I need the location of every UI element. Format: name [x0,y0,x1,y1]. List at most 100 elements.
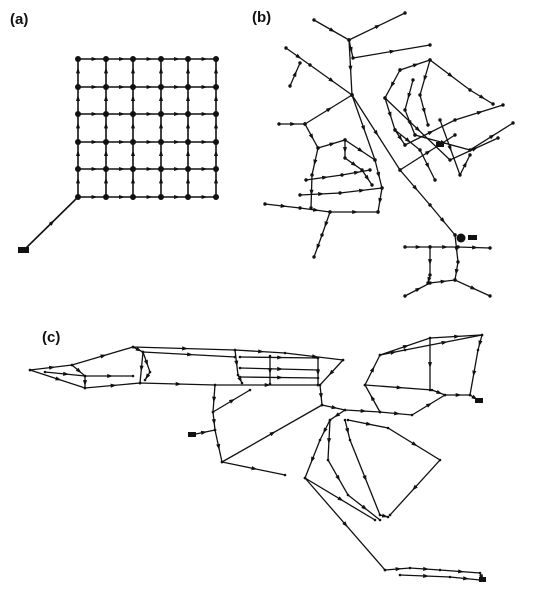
flow-arrow [119,111,126,117]
flow-arrow [316,243,321,250]
junction-node [501,103,505,107]
junction-node [343,408,347,412]
flow-arrow [412,484,418,491]
junction-node [240,381,244,385]
pipe-segment [132,346,144,384]
junction-node [370,183,374,187]
flow-arrow [393,411,401,416]
flow-arrow [280,203,287,208]
flow-arrow [421,107,426,115]
pipe-segment [347,419,442,516]
flow-arrow [55,376,62,381]
flow-arrow [158,122,164,129]
junction-node [211,410,215,414]
flow-arrow [342,521,348,528]
pipe-segment [404,79,416,136]
junction-node [413,133,417,137]
junction-node [148,370,152,374]
pipe-segment [44,371,133,377]
junction-node [130,166,136,172]
pipe-segment [404,279,491,297]
flow-arrow [234,360,239,367]
flow-arrow [454,334,461,339]
flow-arrow [139,365,144,372]
flow-arrow [182,346,189,351]
junction-node [468,88,472,92]
junction-node [347,38,351,42]
junction-node [320,233,324,237]
network-c [28,333,486,582]
junction-node [373,518,377,522]
flow-arrow [277,366,284,371]
junction-node [103,139,109,145]
junction-node [428,273,432,277]
junction-node [138,381,142,385]
junction-node [326,458,330,462]
flow-arrow [292,70,297,77]
flow-arrow [310,456,316,463]
flow-arrow [365,421,373,426]
junction-node [430,388,434,392]
panel-label-c: (c) [42,329,60,346]
flow-arrow [146,56,153,62]
junction-node [312,255,316,259]
pipe-segment [344,419,389,518]
junction-node [418,93,422,97]
flow-arrow [201,111,208,117]
flow-arrow [472,370,477,377]
flow-arrow [103,149,109,156]
flow-arrow [414,126,421,132]
flow-arrow [442,244,449,250]
junction-node [213,139,219,145]
junction-node [103,166,109,172]
flow-arrow [414,287,422,293]
junction-node [496,136,500,140]
junction-node [438,568,442,572]
flow-arrow [174,84,181,90]
junction-node [368,168,372,172]
flow-arrow [462,576,470,581]
flow-arrow [103,67,109,74]
flow-arrow [358,188,366,193]
flow-arrow [264,382,271,388]
flow-arrow [130,67,136,74]
pipe-segment [321,394,479,416]
flow-arrow [364,174,370,181]
flow-arrow [412,184,418,191]
junction-node [453,133,457,137]
flow-arrow [258,349,265,354]
junction-node [248,388,252,392]
flow-arrow [488,134,496,140]
flow-arrow [75,122,81,129]
junction-node [378,513,382,517]
flow-arrow [213,122,219,129]
pipe-segment [348,39,431,59]
flow-arrow [458,569,465,574]
flow-arrow [158,67,164,74]
flow-arrow [174,194,181,200]
junction-node [410,413,414,417]
flow-arrow [185,122,191,129]
flow-arrow [478,340,483,347]
flow-arrow [374,24,381,30]
junction-node [448,575,452,579]
flow-arrow [145,373,151,380]
junction-node [158,111,164,117]
junction-node [103,84,109,90]
junction-node [283,473,287,477]
junction-node [83,374,87,378]
flow-arrow [75,94,81,101]
flow-arrow [395,567,402,572]
junction-node [130,84,136,90]
pipe-segment [319,359,344,406]
flow-arrow [174,139,181,145]
flow-arrow [185,94,191,101]
flow-arrow [342,147,348,154]
flow-arrow [103,177,109,184]
flow-arrow [378,197,383,205]
junction-node [428,281,432,285]
junction-node [448,158,452,162]
junction-node [304,178,308,182]
flow-arrow [407,92,412,100]
flow-arrow [75,67,81,74]
